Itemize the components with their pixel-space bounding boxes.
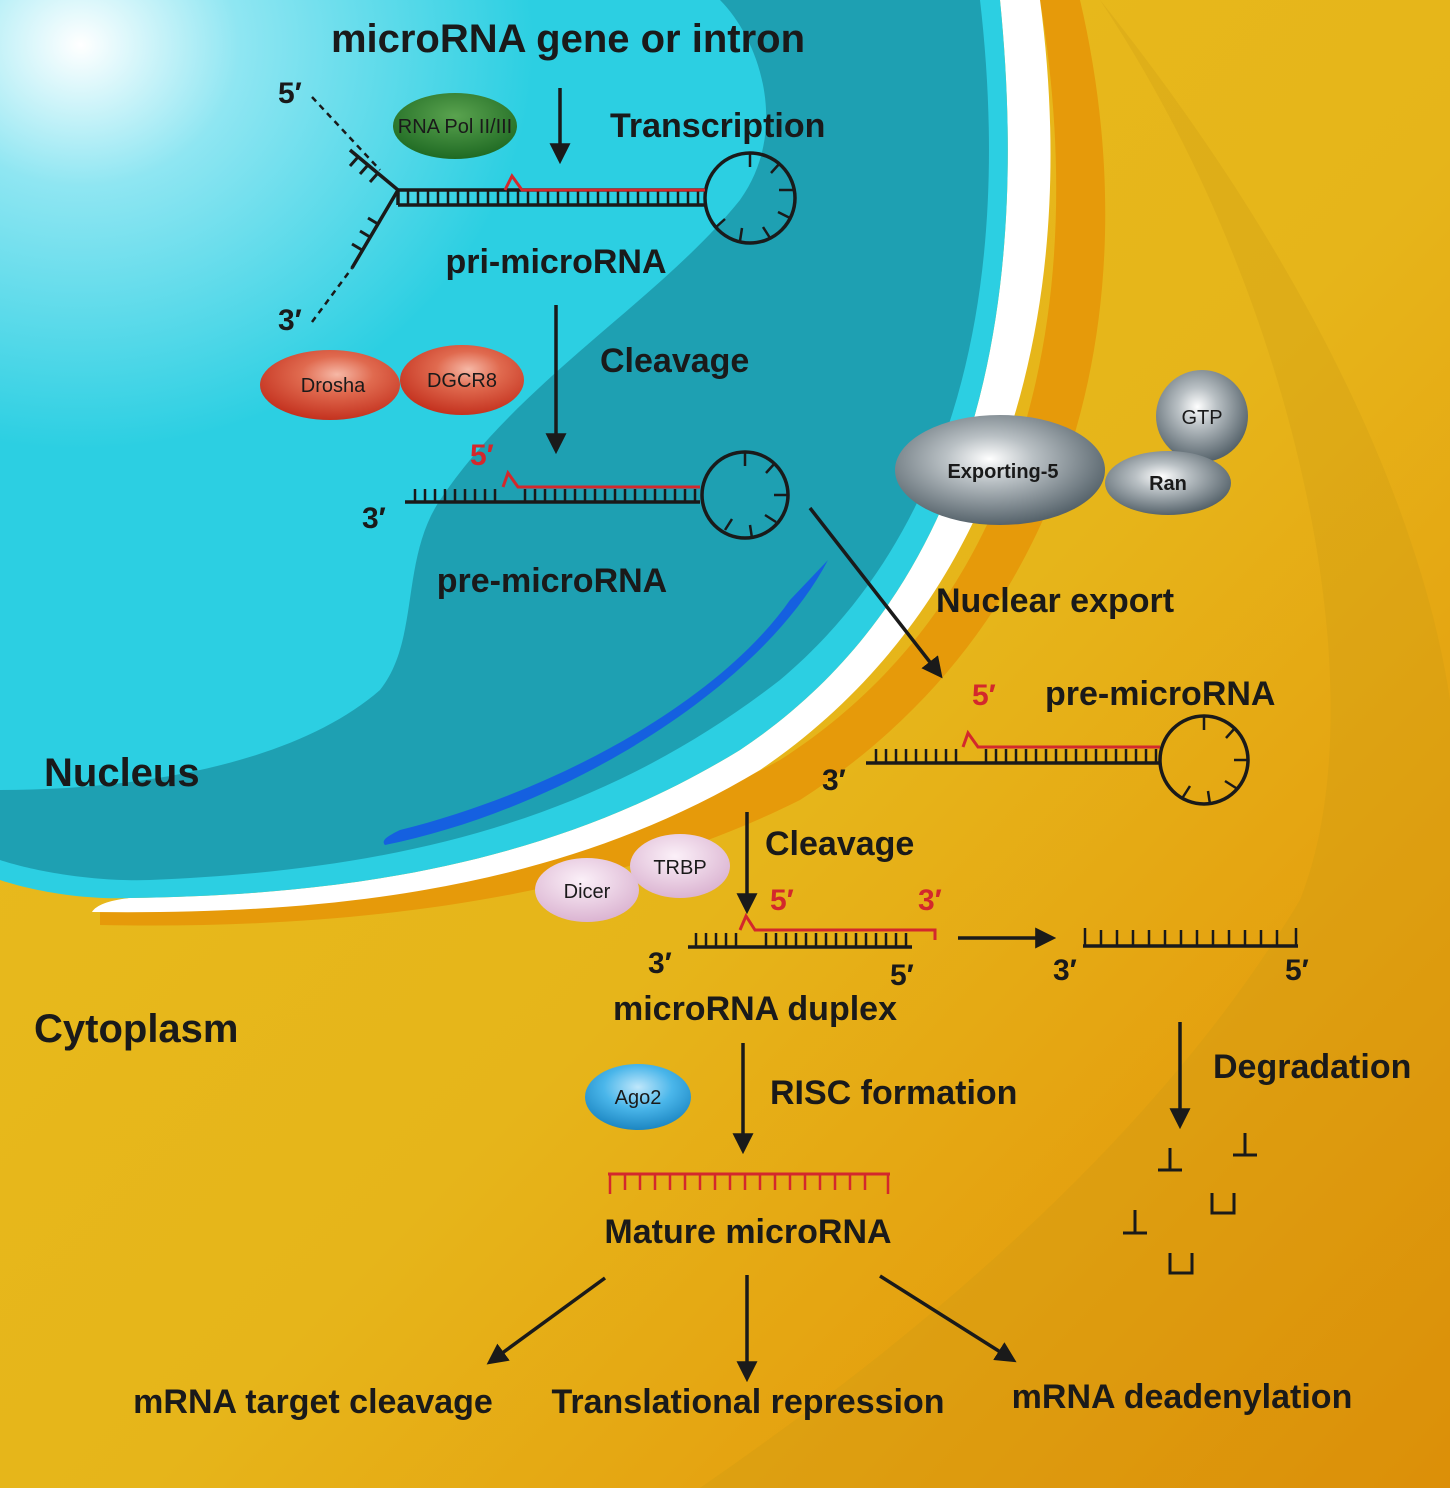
pre-cyto-loop-ticks <box>1181 716 1248 805</box>
passenger-three-prime: 3′ <box>1053 954 1077 987</box>
arrow-to-target-cleavage <box>486 1276 607 1365</box>
pre-cyto-upper-strand-red <box>961 729 1160 749</box>
trbp-label: TRBP <box>653 857 706 879</box>
rna-pol-label: RNA Pol II/III <box>398 116 512 138</box>
duplex-five-prime-red: 5′ <box>770 884 794 917</box>
drosha-label: Drosha <box>301 375 366 397</box>
ran-protein <box>1105 451 1231 515</box>
duplex-base-pairs <box>694 933 908 947</box>
pre-nuc-base-pairs <box>413 489 697 502</box>
pre-microrna-cytoplasm-label: pre-microRNA <box>1045 675 1275 713</box>
duplex-three-prime-black: 3′ <box>648 947 672 980</box>
step-risc-formation: RISC formation <box>770 1074 1017 1112</box>
passenger-five-prime: 5′ <box>1285 954 1309 987</box>
outcome-deadenylation: mRNA deadenylation <box>1012 1378 1353 1416</box>
step-degradation: Degradation <box>1213 1048 1411 1086</box>
dicer-protein <box>535 858 639 922</box>
passenger-strand-ticks <box>1083 928 1298 946</box>
arrow-nuclear-export <box>808 506 943 679</box>
cytoplasm-label: Cytoplasm <box>34 1007 239 1051</box>
pre-microrna-nucleus-label: pre-microRNA <box>437 562 667 600</box>
pre-nuc-upper-strand-red <box>501 469 700 489</box>
ago2-protein <box>585 1064 691 1130</box>
duplex-three-prime-red: 3′ <box>918 884 942 917</box>
gtp-protein <box>1156 370 1248 462</box>
exportin-5-label: Exporting-5 <box>947 461 1058 483</box>
mature-microrna-label: Mature microRNA <box>604 1213 891 1251</box>
pre-nuc-three-prime-end: 3′ <box>362 502 386 535</box>
step-transcription: Transcription <box>610 107 825 145</box>
dgcr8-label: DGCR8 <box>427 370 497 392</box>
arrow-to-deadenylation <box>879 1274 1017 1363</box>
pri-strand-dashed-bottom <box>310 267 354 323</box>
pre-cyto-three-prime-end: 3′ <box>822 764 846 797</box>
step-cleavage-cytoplasm: Cleavage <box>765 825 914 863</box>
microrna-duplex-label: microRNA duplex <box>613 990 897 1028</box>
pri-five-prime-end: 5′ <box>278 77 302 110</box>
trbp-protein <box>630 834 730 898</box>
rna-pol-protein <box>393 93 517 159</box>
dgcr8-protein <box>400 345 524 415</box>
degraded-fragments <box>1123 1133 1257 1275</box>
ago2-label: Ago2 <box>615 1087 662 1109</box>
pri-mature-strand-red <box>503 173 705 192</box>
outcome-target-cleavage: mRNA target cleavage <box>133 1383 493 1421</box>
dicer-label: Dicer <box>564 881 611 903</box>
duplex-upper-strand-red <box>738 912 937 940</box>
exportin-5-protein <box>895 415 1105 525</box>
pri-stem-base-pairs <box>406 190 700 205</box>
pri-strand-dashed-top <box>311 96 381 171</box>
pre-cyto-five-prime-end: 5′ <box>972 679 996 712</box>
pri-three-prime-end: 3′ <box>278 304 302 337</box>
pre-cyto-base-pairs <box>874 749 1158 763</box>
gtp-label: GTP <box>1181 407 1222 429</box>
pri-loop-ticks <box>714 153 793 242</box>
drosha-protein <box>260 350 400 420</box>
mature-microrna-ticks <box>608 1174 890 1194</box>
nucleus-label: Nucleus <box>44 751 200 795</box>
cytoplasm-shadow-band <box>700 0 1450 1488</box>
step-nuclear-export: Nuclear export <box>936 582 1174 620</box>
pri-flank-ticks <box>348 156 380 252</box>
pri-microrna-label: pri-microRNA <box>445 243 666 281</box>
ran-label: Ran <box>1149 473 1187 495</box>
pre-nuc-loop-ticks <box>723 452 788 539</box>
step-cleavage-nuclear: Cleavage <box>600 342 749 380</box>
duplex-five-prime-black: 5′ <box>890 959 914 992</box>
title: microRNA gene or intron <box>331 17 805 61</box>
pre-nuc-five-prime-end: 5′ <box>470 439 494 472</box>
outcome-translational-repression: Translational repression <box>551 1383 944 1421</box>
